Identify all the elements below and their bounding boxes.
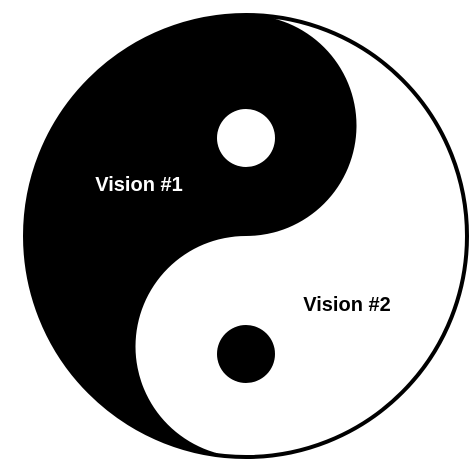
yin-region — [25, 15, 357, 457]
vision-2-label: Vision #2 — [303, 294, 390, 316]
vision-1-label: Vision #1 — [95, 174, 182, 196]
yin-yang-outline — [23, 13, 469, 459]
yang-dot — [217, 325, 275, 383]
yin-dot — [217, 109, 275, 167]
